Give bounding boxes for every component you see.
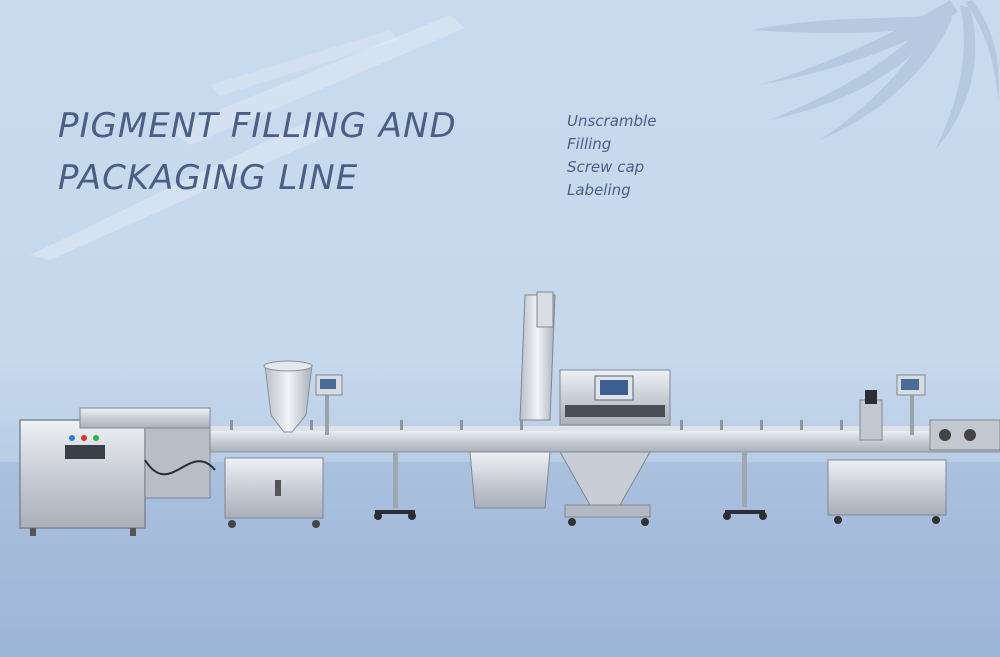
filling-machine — [224, 360, 343, 528]
feature-item-labeling: Labeling — [567, 181, 631, 199]
title-line-1: PIGMENT FILLING AND — [58, 106, 457, 146]
labeling-machine — [827, 374, 1000, 524]
conveyor-stand-2 — [723, 452, 767, 520]
feature-list: Unscramble Filling Screw cap Labeling — [567, 110, 656, 202]
palm-leaf-shadow-icon — [750, 0, 999, 150]
feature-item-filling: Filling — [567, 135, 612, 153]
feature-item-screw-cap: Screw cap — [567, 158, 645, 176]
screw-cap-machine — [469, 291, 671, 526]
page-title: PIGMENT FILLING AND PACKAGING LINE — [58, 100, 457, 204]
title-line-2: PACKAGING LINE — [58, 158, 359, 198]
conveyor-stand — [374, 452, 416, 520]
unscrambler-machine — [19, 407, 216, 536]
filling-line-machine-illustration — [19, 291, 1000, 536]
feature-item-unscramble: Unscramble — [567, 112, 657, 130]
light-streak-decoration — [30, 15, 465, 260]
